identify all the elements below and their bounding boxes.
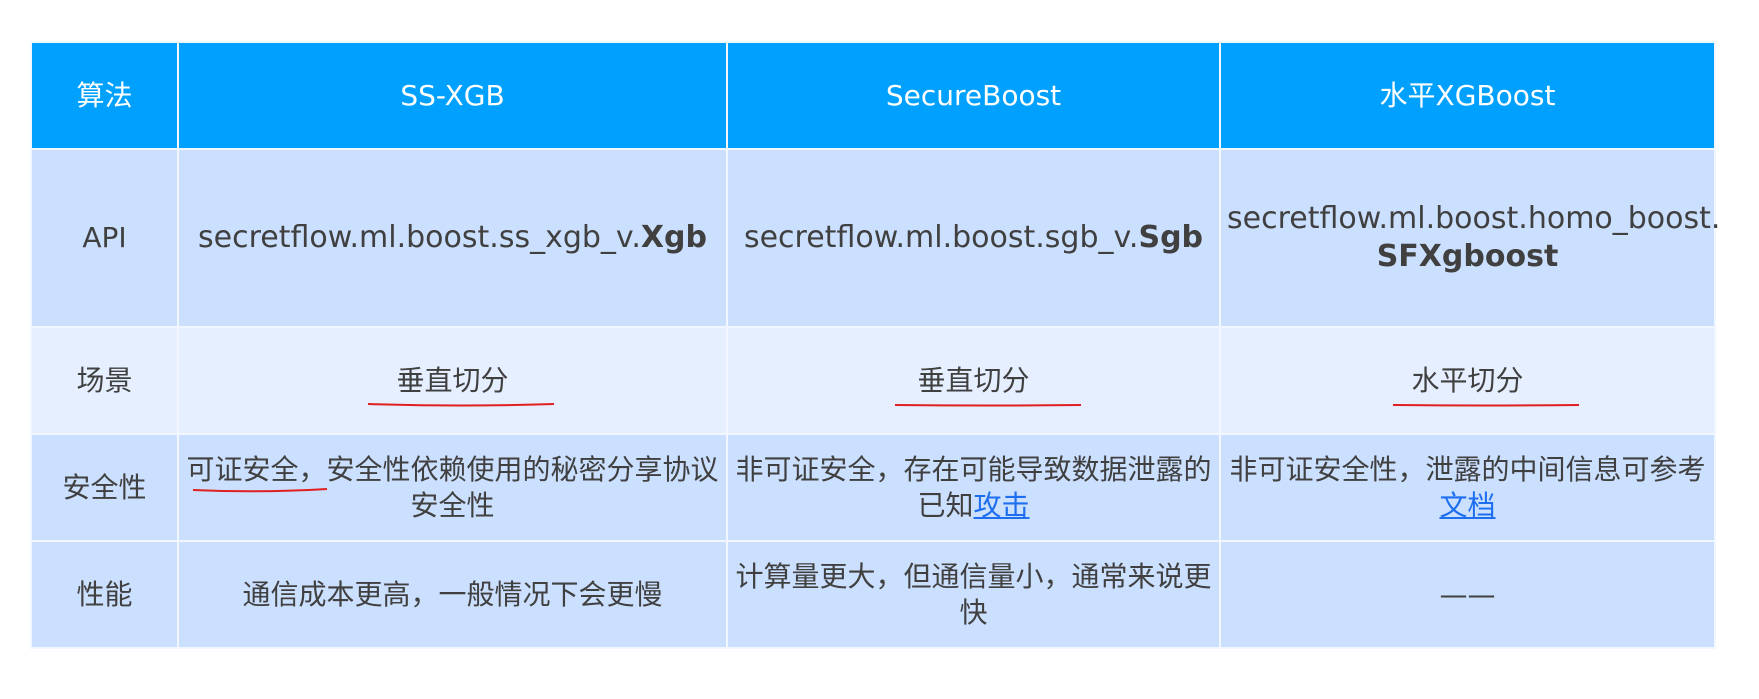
security-secureboost: 非可证安全，存在可能导致数据泄露的已知攻击 <box>726 433 1221 542</box>
security-homo-text: 非可证安全性，泄露的中间信息可参考 <box>1229 452 1706 486</box>
header-secureboost: SecureBoost <box>726 41 1221 150</box>
row-label-security: 安全性 <box>30 433 179 542</box>
scene-homo-wrap: 水平切分 <box>1393 363 1580 406</box>
scene-ss-xgb-wrap: 垂直切分 <box>368 363 555 406</box>
table-row-performance: 性能 通信成本更高，一般情况下会更慢 计算量更大，但通信量小，通常来说更快 —— <box>30 540 1716 649</box>
performance-secureboost: 计算量更大，但通信量小，通常来说更快 <box>726 540 1221 649</box>
comparison-table: 算法 SS-XGB SecureBoost 水平XGBoost API secr… <box>30 41 1721 649</box>
red-underline-annotation <box>895 403 1082 406</box>
api-ss-xgb-prefix: secretflow.ml.boost.ss_xgb_v. <box>198 220 641 255</box>
header-ss-xgb: SS-XGB <box>177 41 728 150</box>
row-label-performance: 性能 <box>30 540 179 649</box>
performance-ss-xgb: 通信成本更高，一般情况下会更慢 <box>177 540 728 649</box>
performance-homo: —— <box>1219 540 1716 649</box>
scene-homo-text: 水平切分 <box>1411 363 1524 397</box>
document-link[interactable]: 文档 <box>1439 488 1496 522</box>
api-secureboost-prefix: secretflow.ml.boost.sgb_v. <box>743 220 1139 255</box>
api-secureboost: secretflow.ml.boost.sgb_v.Sgb <box>726 148 1221 328</box>
header-horizontal-xgboost: 水平XGBoost <box>1219 41 1716 150</box>
red-underline-annotation <box>368 402 555 406</box>
security-secureboost-text: 非可证安全，存在可能导致数据泄露的已知 <box>735 452 1212 522</box>
table-row-scene: 场景 垂直切分 垂直切分 <box>30 326 1716 435</box>
scene-homo: 水平切分 <box>1219 326 1716 435</box>
header-row: 算法 SS-XGB SecureBoost 水平XGBoost <box>30 41 1716 150</box>
api-homo-class: SFXgboost <box>1376 239 1559 274</box>
api-secureboost-class: Sgb <box>1138 220 1204 255</box>
row-label-api: API <box>30 148 179 328</box>
attack-link[interactable]: 攻击 <box>973 488 1030 522</box>
comparison-table-container: 算法 SS-XGB SecureBoost 水平XGBoost API secr… <box>30 41 1721 649</box>
red-underline-annotation <box>1393 403 1580 406</box>
scene-ss-xgb-text: 垂直切分 <box>396 363 509 397</box>
header-algorithm: 算法 <box>30 41 179 150</box>
scene-secureboost-text: 垂直切分 <box>917 363 1030 397</box>
table-row-security: 安全性 可证安全，安全性依赖使用的秘密分享协议安全性 非可证安全，存在可能导致数… <box>30 433 1716 542</box>
scene-secureboost: 垂直切分 <box>726 326 1221 435</box>
scene-secureboost-wrap: 垂直切分 <box>895 363 1082 406</box>
api-homo: secretflow.ml.boost.homo_boost.SFXgboost <box>1219 148 1721 328</box>
scene-ss-xgb: 垂直切分 <box>177 326 728 435</box>
security-ss-xgb: 可证安全，安全性依赖使用的秘密分享协议安全性 <box>177 433 728 542</box>
security-homo: 非可证安全性，泄露的中间信息可参考文档 <box>1219 433 1716 542</box>
row-label-scene: 场景 <box>30 326 179 435</box>
api-ss-xgb: secretflow.ml.boost.ss_xgb_v.Xgb <box>177 148 728 328</box>
api-homo-prefix: secretflow.ml.boost.homo_boost. <box>1227 201 1721 236</box>
api-ss-xgb-class: Xgb <box>640 220 707 255</box>
table-row-api: API secretflow.ml.boost.ss_xgb_v.Xgb sec… <box>30 148 1721 328</box>
red-underline-annotation <box>192 488 328 493</box>
security-ss-xgb-text: 可证安全，安全性依赖使用的秘密分享协议安全性 <box>186 452 719 522</box>
